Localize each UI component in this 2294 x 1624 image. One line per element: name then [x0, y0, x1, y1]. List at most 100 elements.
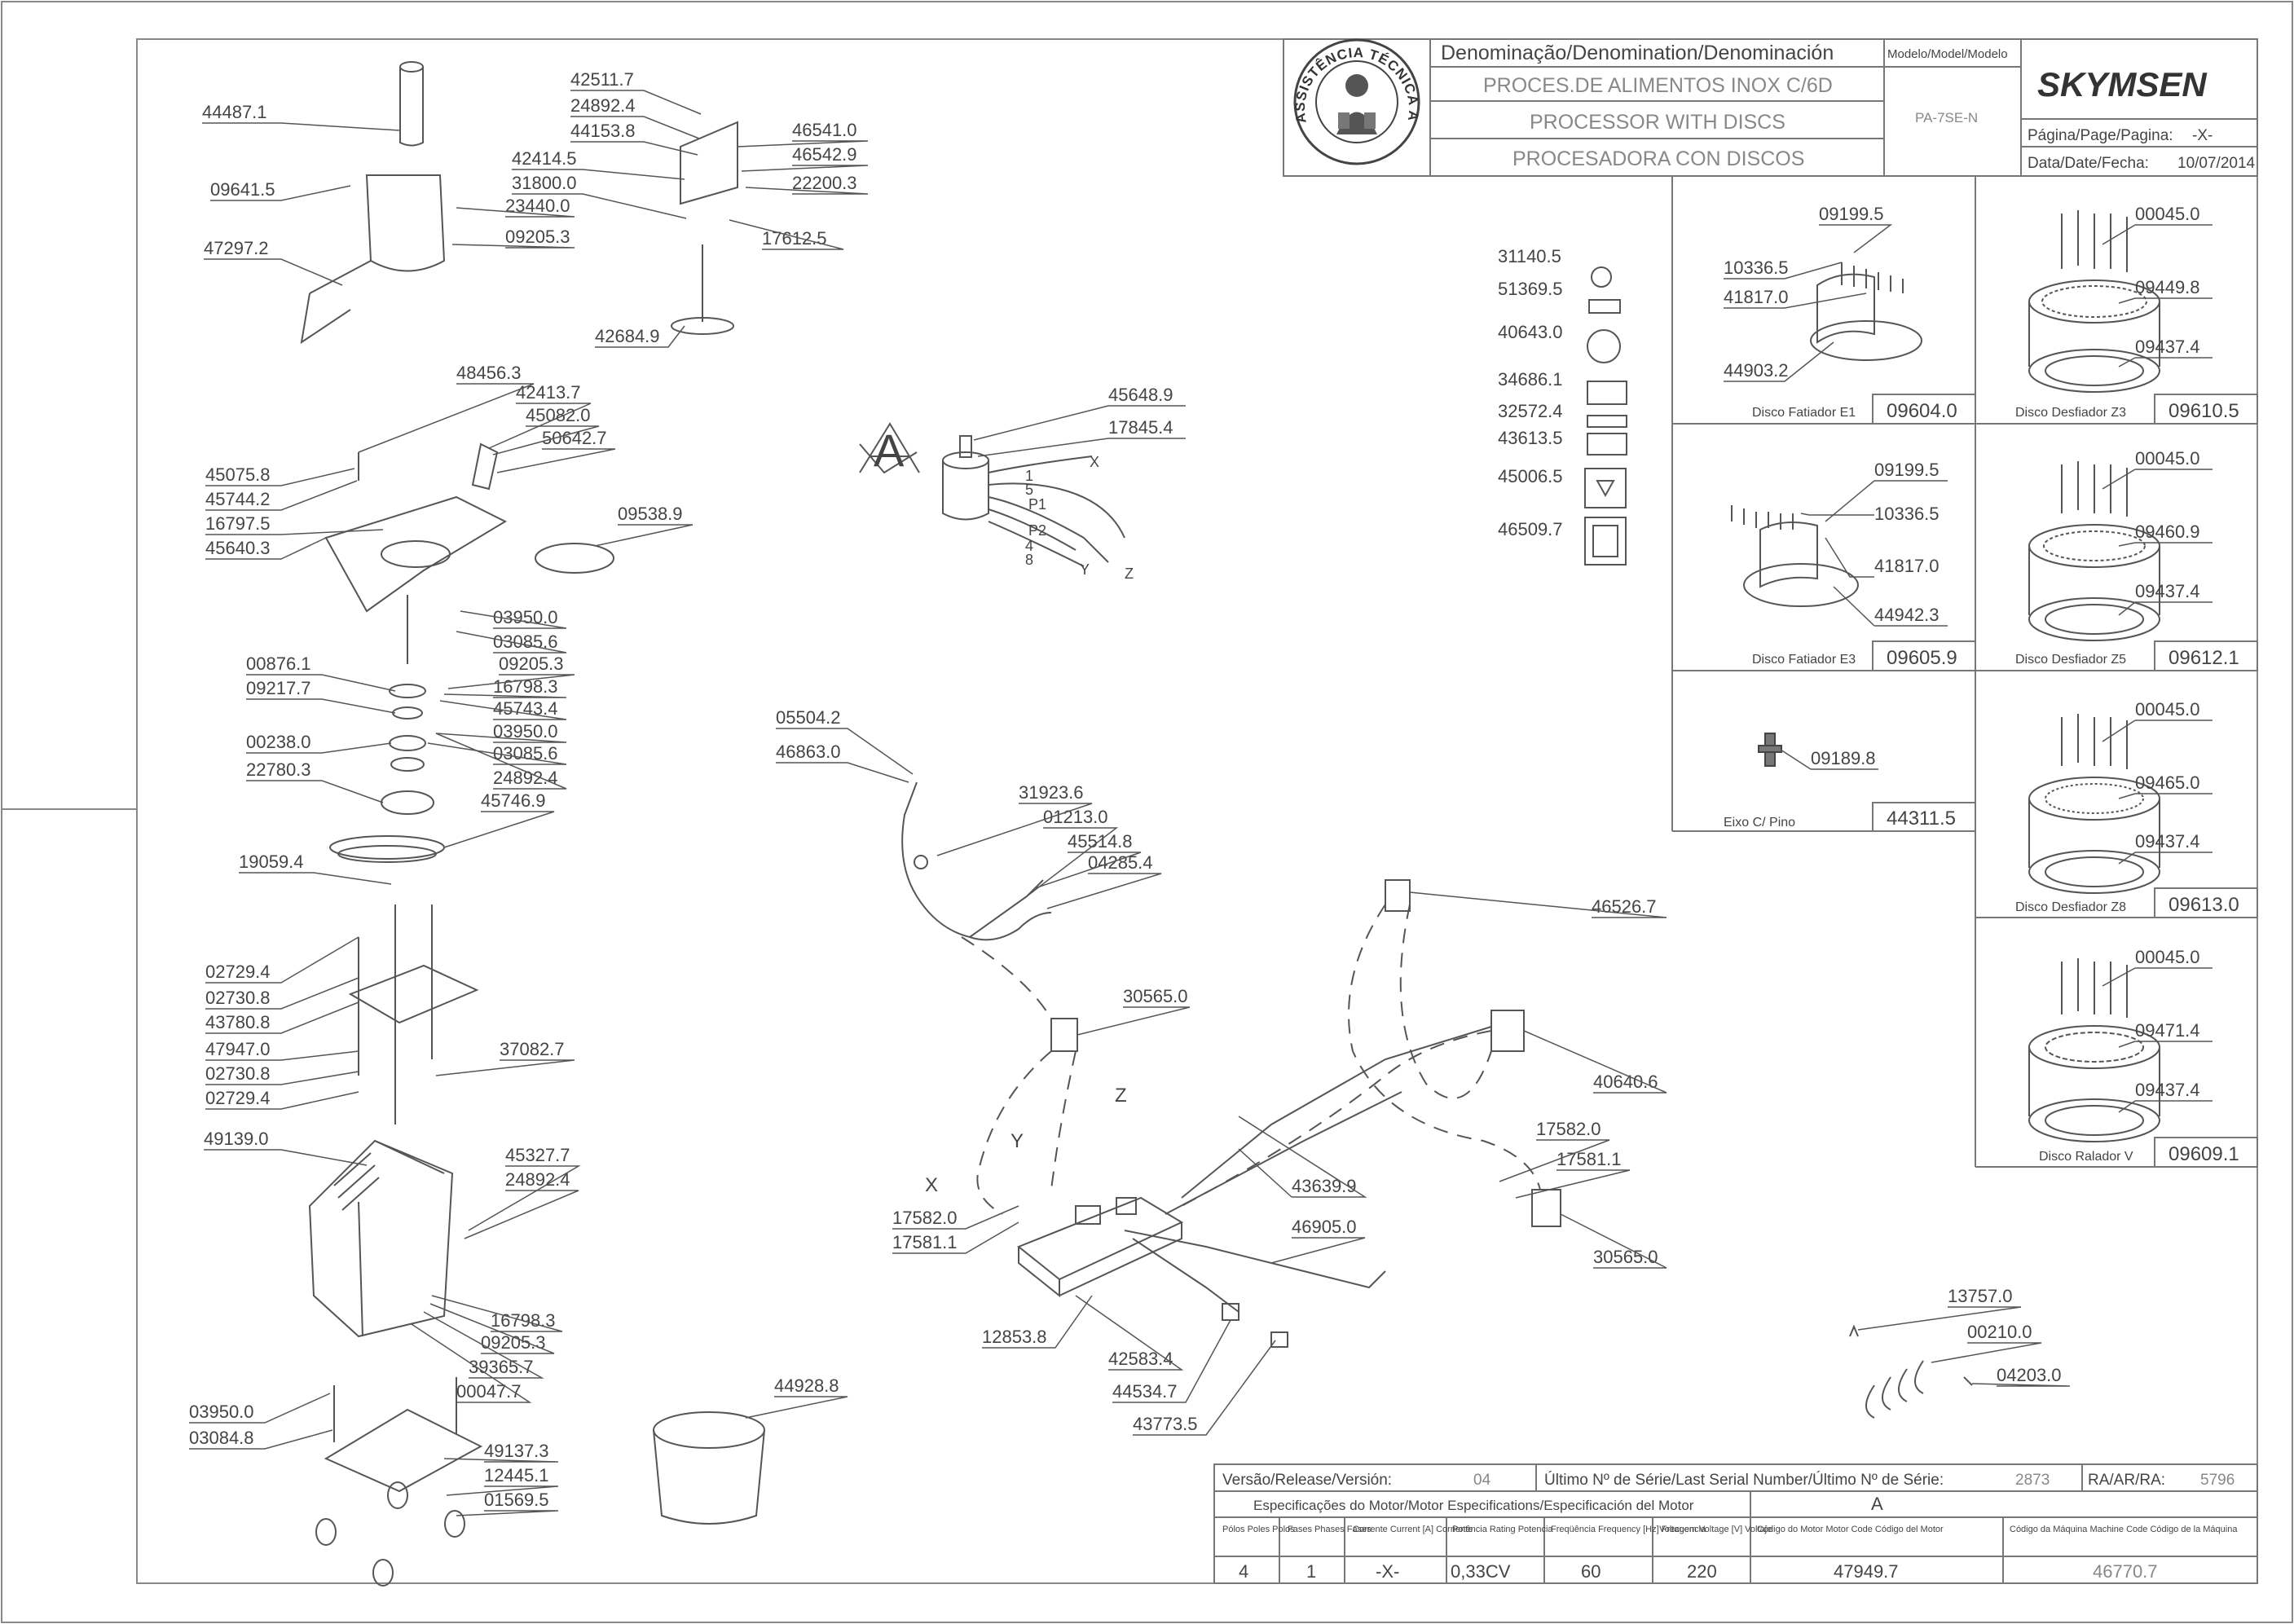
disc-grid-lines	[1671, 176, 2258, 1168]
model-value: PA-7SE-N	[1915, 110, 1978, 125]
part-number: 09189.8	[1811, 748, 1876, 768]
brand-logo: SKYMSEN	[2037, 65, 2208, 103]
part-number: 09205.3	[505, 227, 570, 247]
part-number: 47947.0	[205, 1039, 271, 1059]
part-number: 45746.9	[481, 790, 546, 811]
part-number: 03950.0	[189, 1402, 254, 1422]
part-number: 22780.3	[246, 759, 311, 780]
stickers-column	[1584, 266, 1627, 566]
disc-code: 44311.5	[1887, 808, 1956, 830]
part-number: 45640.3	[205, 538, 271, 558]
wire-end: X	[1090, 454, 1099, 470]
part-number: 03084.8	[189, 1428, 254, 1448]
springs	[1849, 1324, 1973, 1419]
column-header: Fases Phases Fases	[1288, 1525, 1372, 1534]
wire-label: 8	[1025, 552, 1033, 568]
date-label: Data/Date/Fecha:	[2028, 155, 2149, 172]
version-label: Versão/Release/Versión:	[1222, 1472, 1392, 1489]
wire-end: Y	[1011, 1130, 1024, 1152]
part-number: 43639.9	[1292, 1176, 1357, 1196]
part-number: 19059.4	[239, 852, 304, 872]
disc-code: 09605.9	[1887, 647, 1957, 669]
column-header: Pólos Poles Polos	[1222, 1525, 1295, 1534]
part-number: 12445.1	[484, 1465, 549, 1485]
motor-leaders	[973, 405, 1186, 457]
part-number: 42414.5	[512, 148, 577, 169]
column-header: Código da Máquina Machine Code Código de…	[2010, 1525, 2238, 1534]
electrical-dashed-wires	[961, 904, 1541, 1215]
part-number: 17581.1	[1556, 1149, 1622, 1169]
part-number: 00045.0	[2135, 448, 2200, 469]
shredder-disc-z3	[2028, 210, 2160, 393]
part-number: 00876.1	[246, 654, 311, 674]
column-header: Freqüência Frequency [Hz] Frecuencia	[1551, 1525, 1706, 1534]
part-number: 24892.4	[493, 768, 558, 788]
wire-end: Z	[1115, 1085, 1127, 1107]
disc-code: 09612.1	[2169, 647, 2239, 669]
product-name-en: PROCESSOR WITH DISCS	[1530, 111, 1785, 134]
title-block	[1283, 38, 2258, 177]
part-number: 09205.3	[499, 654, 564, 674]
part-number: 02730.8	[205, 988, 271, 1008]
part-number: 09538.9	[618, 504, 683, 524]
disc-code: 09613.0	[2169, 894, 2239, 916]
part-number: 00210.0	[1967, 1322, 2032, 1342]
part-number: 31800.0	[512, 173, 577, 193]
part-number: 45743.4	[493, 698, 558, 719]
part-number: 01569.5	[484, 1490, 549, 1510]
ra-value: 5796	[2200, 1472, 2235, 1489]
part-number: 49137.3	[484, 1441, 549, 1461]
motor-letter: A	[874, 425, 905, 476]
sticker-labels: 31140.5 51369.5 40643.0 34686.1 32572.4 …	[1498, 246, 1563, 539]
column-value: 220	[1687, 1561, 1717, 1582]
part-number: 09437.4	[2135, 581, 2200, 601]
page-value: -X-	[2192, 127, 2213, 144]
part-number: 09437.4	[2135, 337, 2200, 357]
wire-label: 5	[1025, 482, 1033, 498]
part-number: 44903.2	[1724, 360, 1789, 381]
part-number: 45514.8	[1068, 831, 1133, 852]
part-number: 46541.0	[792, 120, 857, 140]
part-number: 00047.7	[456, 1381, 522, 1402]
column-header: Potência Rating Potencia	[1452, 1525, 1553, 1534]
technical-assistance-seal: ASSISTÊNCIA TÉCNICA AUTORIZADA	[0, 0, 1420, 165]
part-number: 42583.4	[1108, 1349, 1173, 1369]
column-header: Código do Motor Motor Code Código del Mo…	[1757, 1525, 1944, 1534]
part-number: 44487.1	[202, 102, 267, 122]
disc-code: 09609.1	[2169, 1143, 2239, 1165]
electrical-assembly	[901, 781, 1561, 1348]
disc-captions: Disco Fatiador E1 09604.0 Disco Desfiado…	[1724, 400, 2239, 1165]
spec-header: Especificações do Motor/Motor Especifica…	[1253, 1498, 1694, 1513]
part-number: 46509.7	[1498, 519, 1563, 539]
part-number: 09465.0	[2135, 772, 2200, 793]
part-number: 45327.7	[505, 1145, 570, 1165]
part-number: 41817.0	[1724, 287, 1789, 307]
shaft-with-pin	[1758, 733, 1782, 767]
part-number: 09217.7	[246, 678, 311, 698]
part-number: 44153.8	[570, 121, 636, 141]
electrical-leaders	[776, 728, 1667, 1436]
disc-name: Disco Desfiador Z5	[2015, 653, 2126, 667]
part-number: 12853.8	[982, 1327, 1047, 1347]
part-number: 48456.3	[456, 363, 522, 383]
column-value: 46770.7	[2093, 1561, 2158, 1582]
disc-part-labels: 09199.5 10336.5 41817.0 44903.2 00045.0 …	[1724, 204, 2200, 1100]
part-number: 43613.5	[1498, 428, 1563, 448]
shredder-disc-z5	[2028, 461, 2160, 641]
part-number: 17581.1	[892, 1232, 958, 1252]
part-number: 02729.4	[205, 962, 271, 982]
part-number: 24892.4	[505, 1169, 570, 1190]
electrical-solid-wires	[1124, 1026, 1492, 1313]
part-number: 00045.0	[2135, 204, 2200, 224]
part-number: 09471.4	[2135, 1020, 2200, 1041]
left-part-labels: 44487.1 09641.5 47297.2 42511.7 24892.4 …	[189, 69, 857, 1510]
part-number: 41817.0	[1874, 556, 1940, 576]
part-number: 44928.8	[774, 1375, 839, 1396]
column-value: -X-	[1376, 1561, 1399, 1582]
part-number: 31923.6	[1019, 782, 1084, 803]
ra-label: RA/AR/RA:	[2088, 1472, 2165, 1489]
product-name-pt: PROCES.DE ALIMENTOS INOX C/6D	[1483, 74, 1833, 97]
shredder-disc-z8	[2028, 714, 2160, 894]
part-number: 44942.3	[1874, 605, 1940, 625]
